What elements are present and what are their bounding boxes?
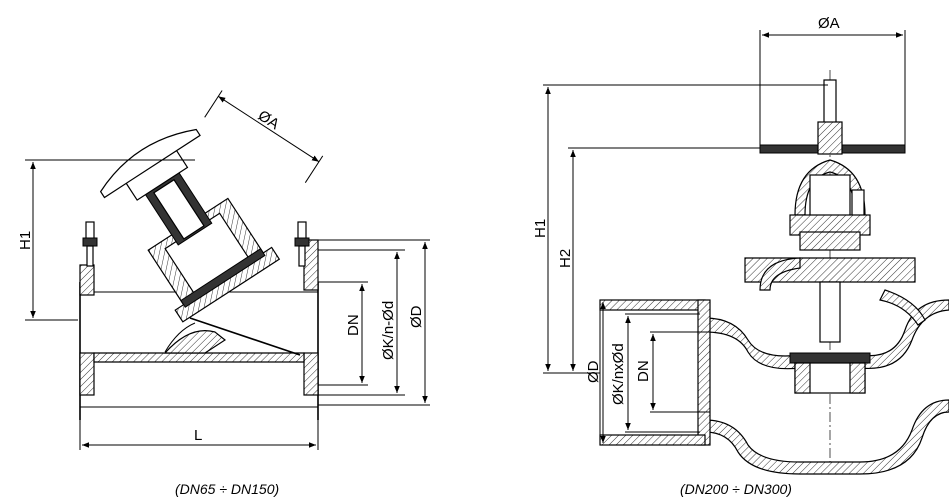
right-dn-label: DN [635, 360, 652, 382]
right-dia-d-label: ØD [585, 360, 602, 383]
right-dia-k-label: ØK/nxØd [610, 343, 627, 405]
left-length-label: L [194, 427, 202, 444]
right-caption: (DN200 ÷ DN300) [680, 481, 792, 497]
right-flange-bottom [303, 352, 319, 396]
left-test-point [82, 221, 98, 267]
left-flange-bottom [79, 352, 95, 396]
valve-disc [789, 352, 871, 364]
right-test-point [294, 221, 310, 267]
right-h2-label: H2 [557, 249, 574, 268]
left-dn-label: DN [345, 314, 362, 336]
left-dia-d-label: ØD [408, 305, 425, 328]
left-flange-top [79, 264, 95, 296]
right-h1-label: H1 [532, 219, 549, 238]
left-caption: (DN65 ÷ DN150) [175, 481, 279, 497]
spindle-top [823, 79, 837, 129]
left-dia-k-label: ØK/n-Ød [380, 301, 397, 360]
right-valve-drawing: ØA H1 H2 ØD ØK/nxØd DN (DN200 ÷ DN300) [532, 15, 949, 497]
left-h1-label: H1 [17, 231, 34, 250]
left-pipe-ends [79, 282, 319, 420]
right-dia-a-label: ØA [818, 15, 840, 32]
left-bonnet [99, 128, 281, 323]
body-lower-wall [704, 399, 949, 475]
left-valve-drawing: H1 ØA DN ØK/n-Ød ØD L (DN65 ÷ DN150) [17, 90, 430, 497]
right-flange-top [303, 239, 319, 291]
left-dia-a-label: ØA [255, 107, 282, 133]
